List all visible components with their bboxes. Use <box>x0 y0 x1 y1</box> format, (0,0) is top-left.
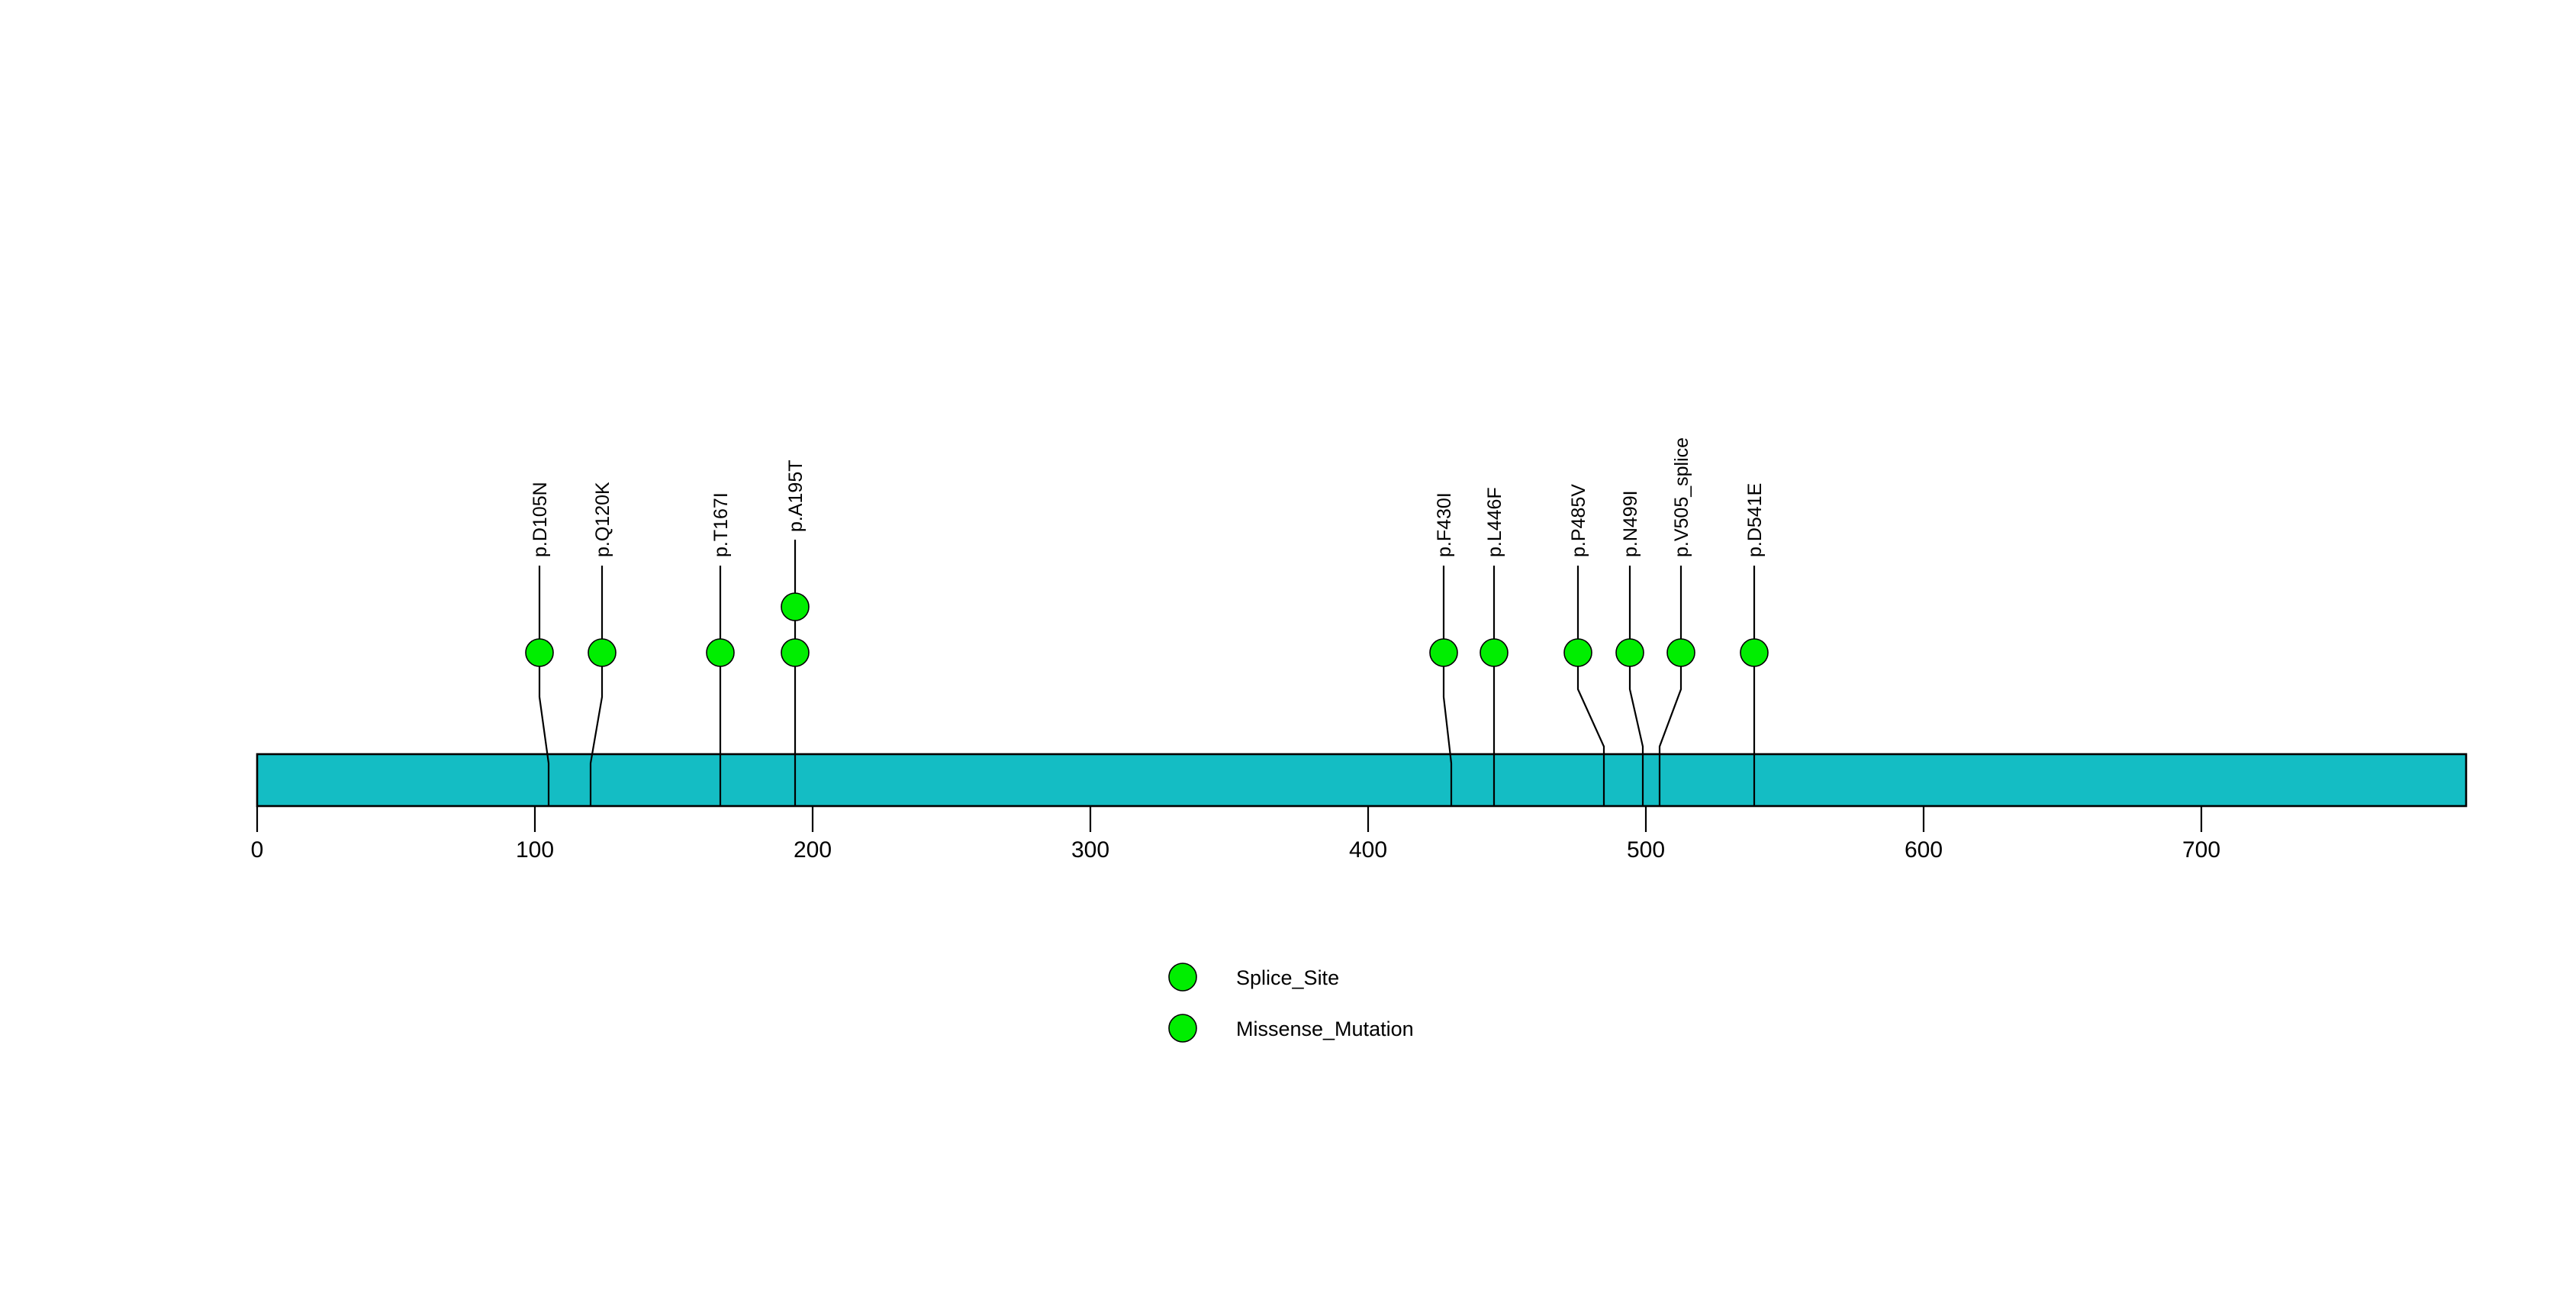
lollipop-dot-p-L446F[interactable] <box>1480 638 1509 667</box>
legend-item-splice-site[interactable]: Splice_Site <box>1168 963 1339 992</box>
lollipop-dot-p-T167I[interactable] <box>706 638 735 667</box>
lollipop-dot-p-F430I[interactable] <box>1429 638 1458 667</box>
lollipop-dot-p-D105N[interactable] <box>525 638 554 667</box>
legend-swatch-missense-mutation <box>1168 1014 1197 1043</box>
axis-tick-label-700: 700 <box>2182 837 2220 863</box>
mutation-label-p-Q120K[interactable]: p.Q120K <box>592 482 613 557</box>
mutation-label-p-T167I[interactable]: p.T167I <box>710 492 732 557</box>
lollipop-dot-p-Q120K[interactable] <box>588 638 617 667</box>
lollipop-stems <box>538 540 1756 806</box>
protein-backbone-track[interactable] <box>256 753 2468 808</box>
stem-p-V505-splice <box>1658 566 1682 806</box>
axis-tick-label-600: 600 <box>1905 837 1943 863</box>
lollipop-dot-p-A195T-1[interactable] <box>781 638 810 667</box>
mutation-label-p-N499I[interactable]: p.N499I <box>1620 490 1641 557</box>
mutation-label-p-L446F[interactable]: p.L446F <box>1484 487 1505 557</box>
stem-p-N499I <box>1628 566 1644 806</box>
axis-tick-label-200: 200 <box>794 837 832 863</box>
stem-p-P485V <box>1576 566 1605 806</box>
mutation-label-p-A195T[interactable]: p.A195T <box>785 460 807 532</box>
axis-tick-label-0: 0 <box>251 837 264 863</box>
stem-p-F430I <box>1442 566 1453 806</box>
lollipop-dot-p-D541E[interactable] <box>1740 638 1769 667</box>
axis-tick-label-400: 400 <box>1349 837 1387 863</box>
legend-swatch-splice-site <box>1168 963 1197 992</box>
mutation-label-p-D105N[interactable]: p.D105N <box>530 482 551 557</box>
axis-ticks <box>256 806 2203 832</box>
axis-tick-label-300: 300 <box>1071 837 1109 863</box>
lollipop-dot-p-A195T-2[interactable] <box>781 592 810 621</box>
legend-label-splice-site: Splice_Site <box>1236 966 1339 989</box>
axis-tick-labels: 0 100 200 300 400 500 600 700 <box>251 837 2220 863</box>
lollipop-dot-p-N499I[interactable] <box>1615 638 1644 667</box>
mutation-label-p-D541E[interactable]: p.D541E <box>1744 483 1766 557</box>
axis-tick-label-500: 500 <box>1627 837 1665 863</box>
legend-label-missense-mutation: Missense_Mutation <box>1236 1017 1414 1040</box>
stem-p-Q120K <box>589 566 604 806</box>
mutation-label-p-F430I[interactable]: p.F430I <box>1434 492 1455 557</box>
lollipop-dot-p-V505-splice[interactable] <box>1666 638 1695 667</box>
legend: Splice_Site Missense_Mutation <box>1168 963 1414 1043</box>
lollipop-dots <box>525 592 1769 667</box>
legend-item-missense-mutation[interactable]: Missense_Mutation <box>1168 1014 1414 1043</box>
axis-tick-label-100: 100 <box>516 837 554 863</box>
stem-p-D105N <box>538 566 550 806</box>
mutation-label-p-P485V[interactable]: p.P485V <box>1568 484 1589 557</box>
mutation-labels: p.D105N p.Q120K p.T167I p.A195T p.F430I … <box>530 437 1766 557</box>
lollipop-dot-p-P485V[interactable] <box>1563 638 1592 667</box>
mutation-label-p-V505-splice[interactable]: p.V505_splice <box>1671 437 1692 557</box>
